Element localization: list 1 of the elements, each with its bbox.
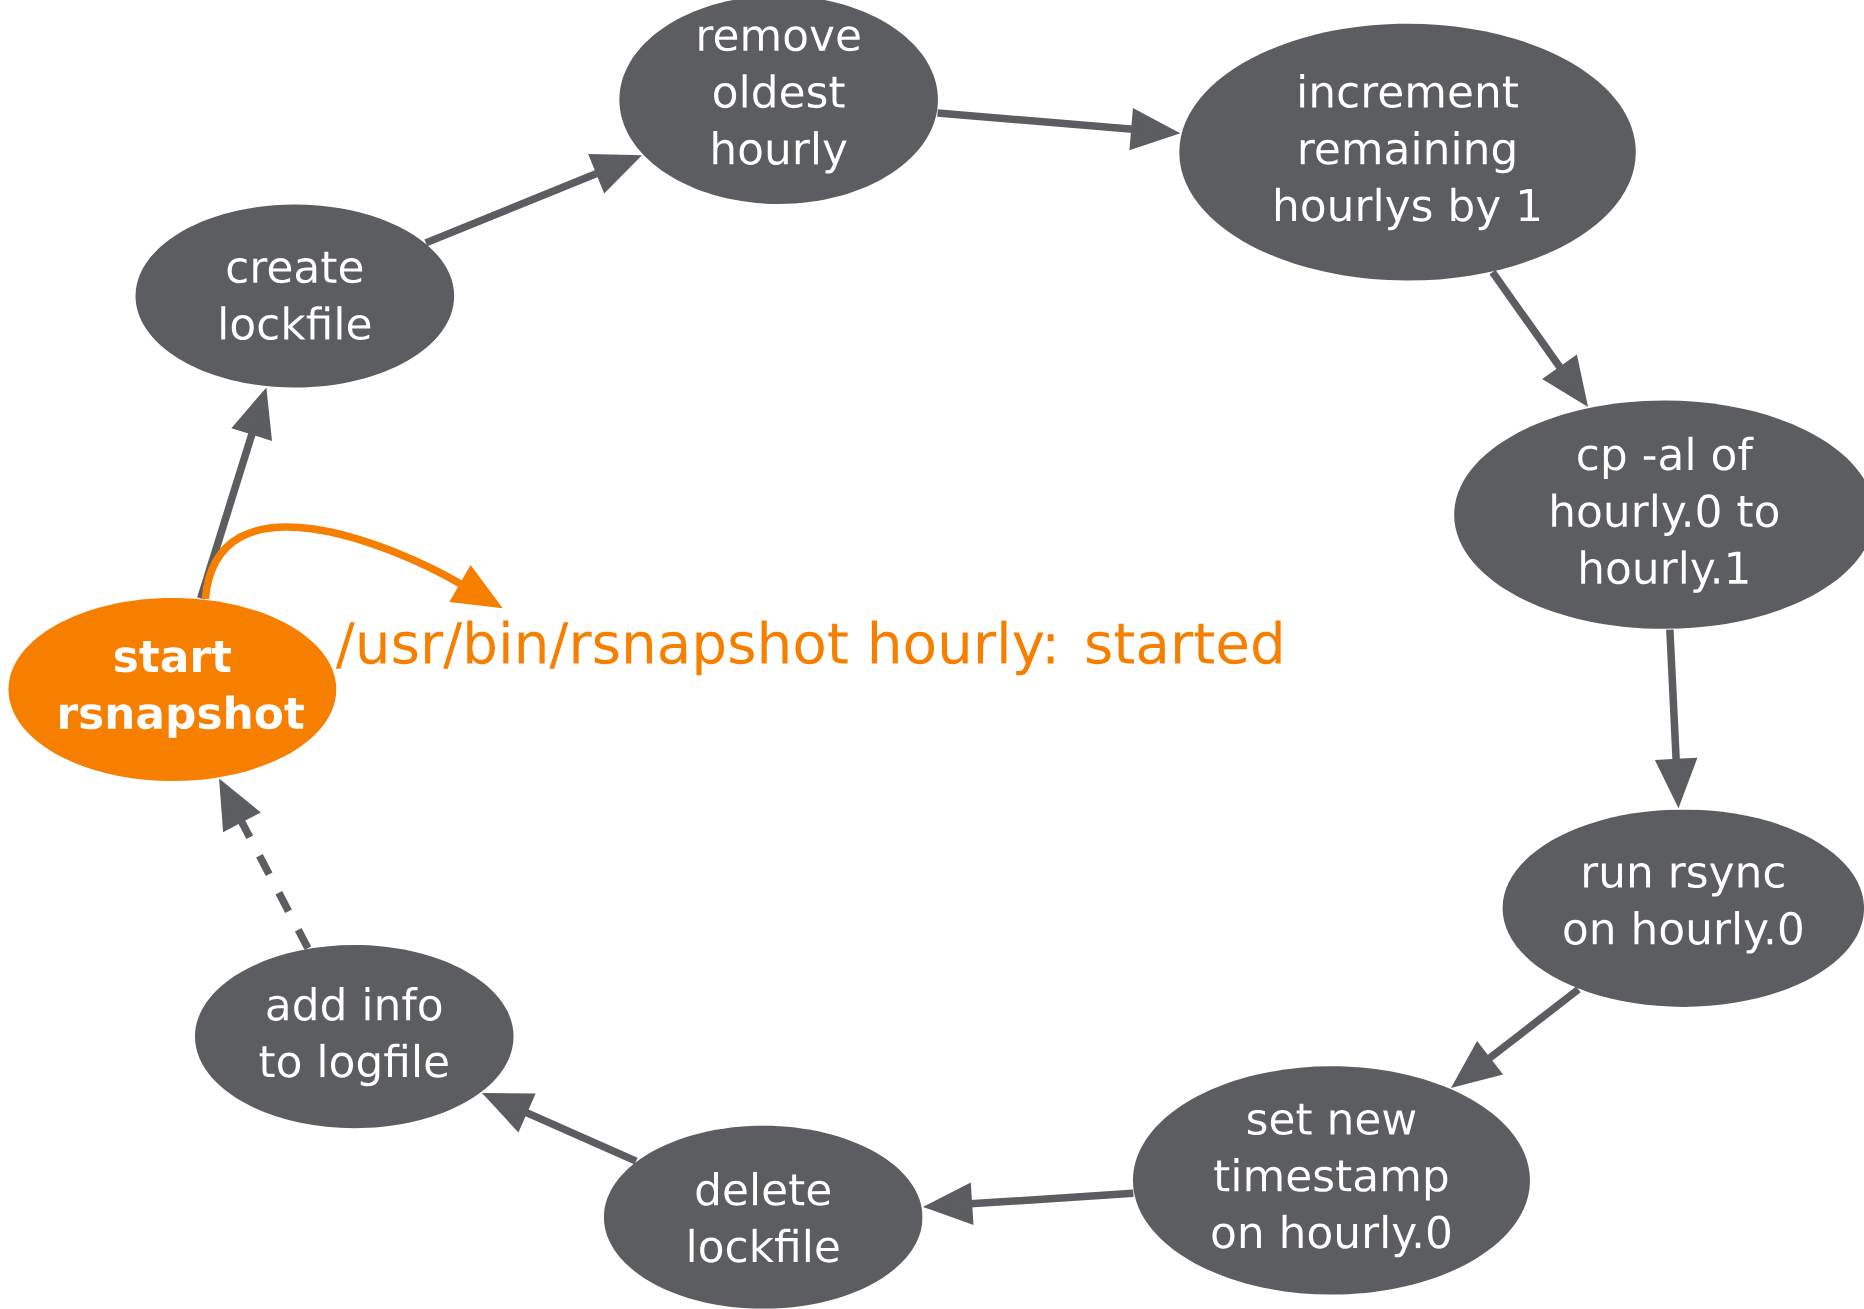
log-text: /usr/bin/rsnapshot hourly: started — [335, 620, 1281, 676]
